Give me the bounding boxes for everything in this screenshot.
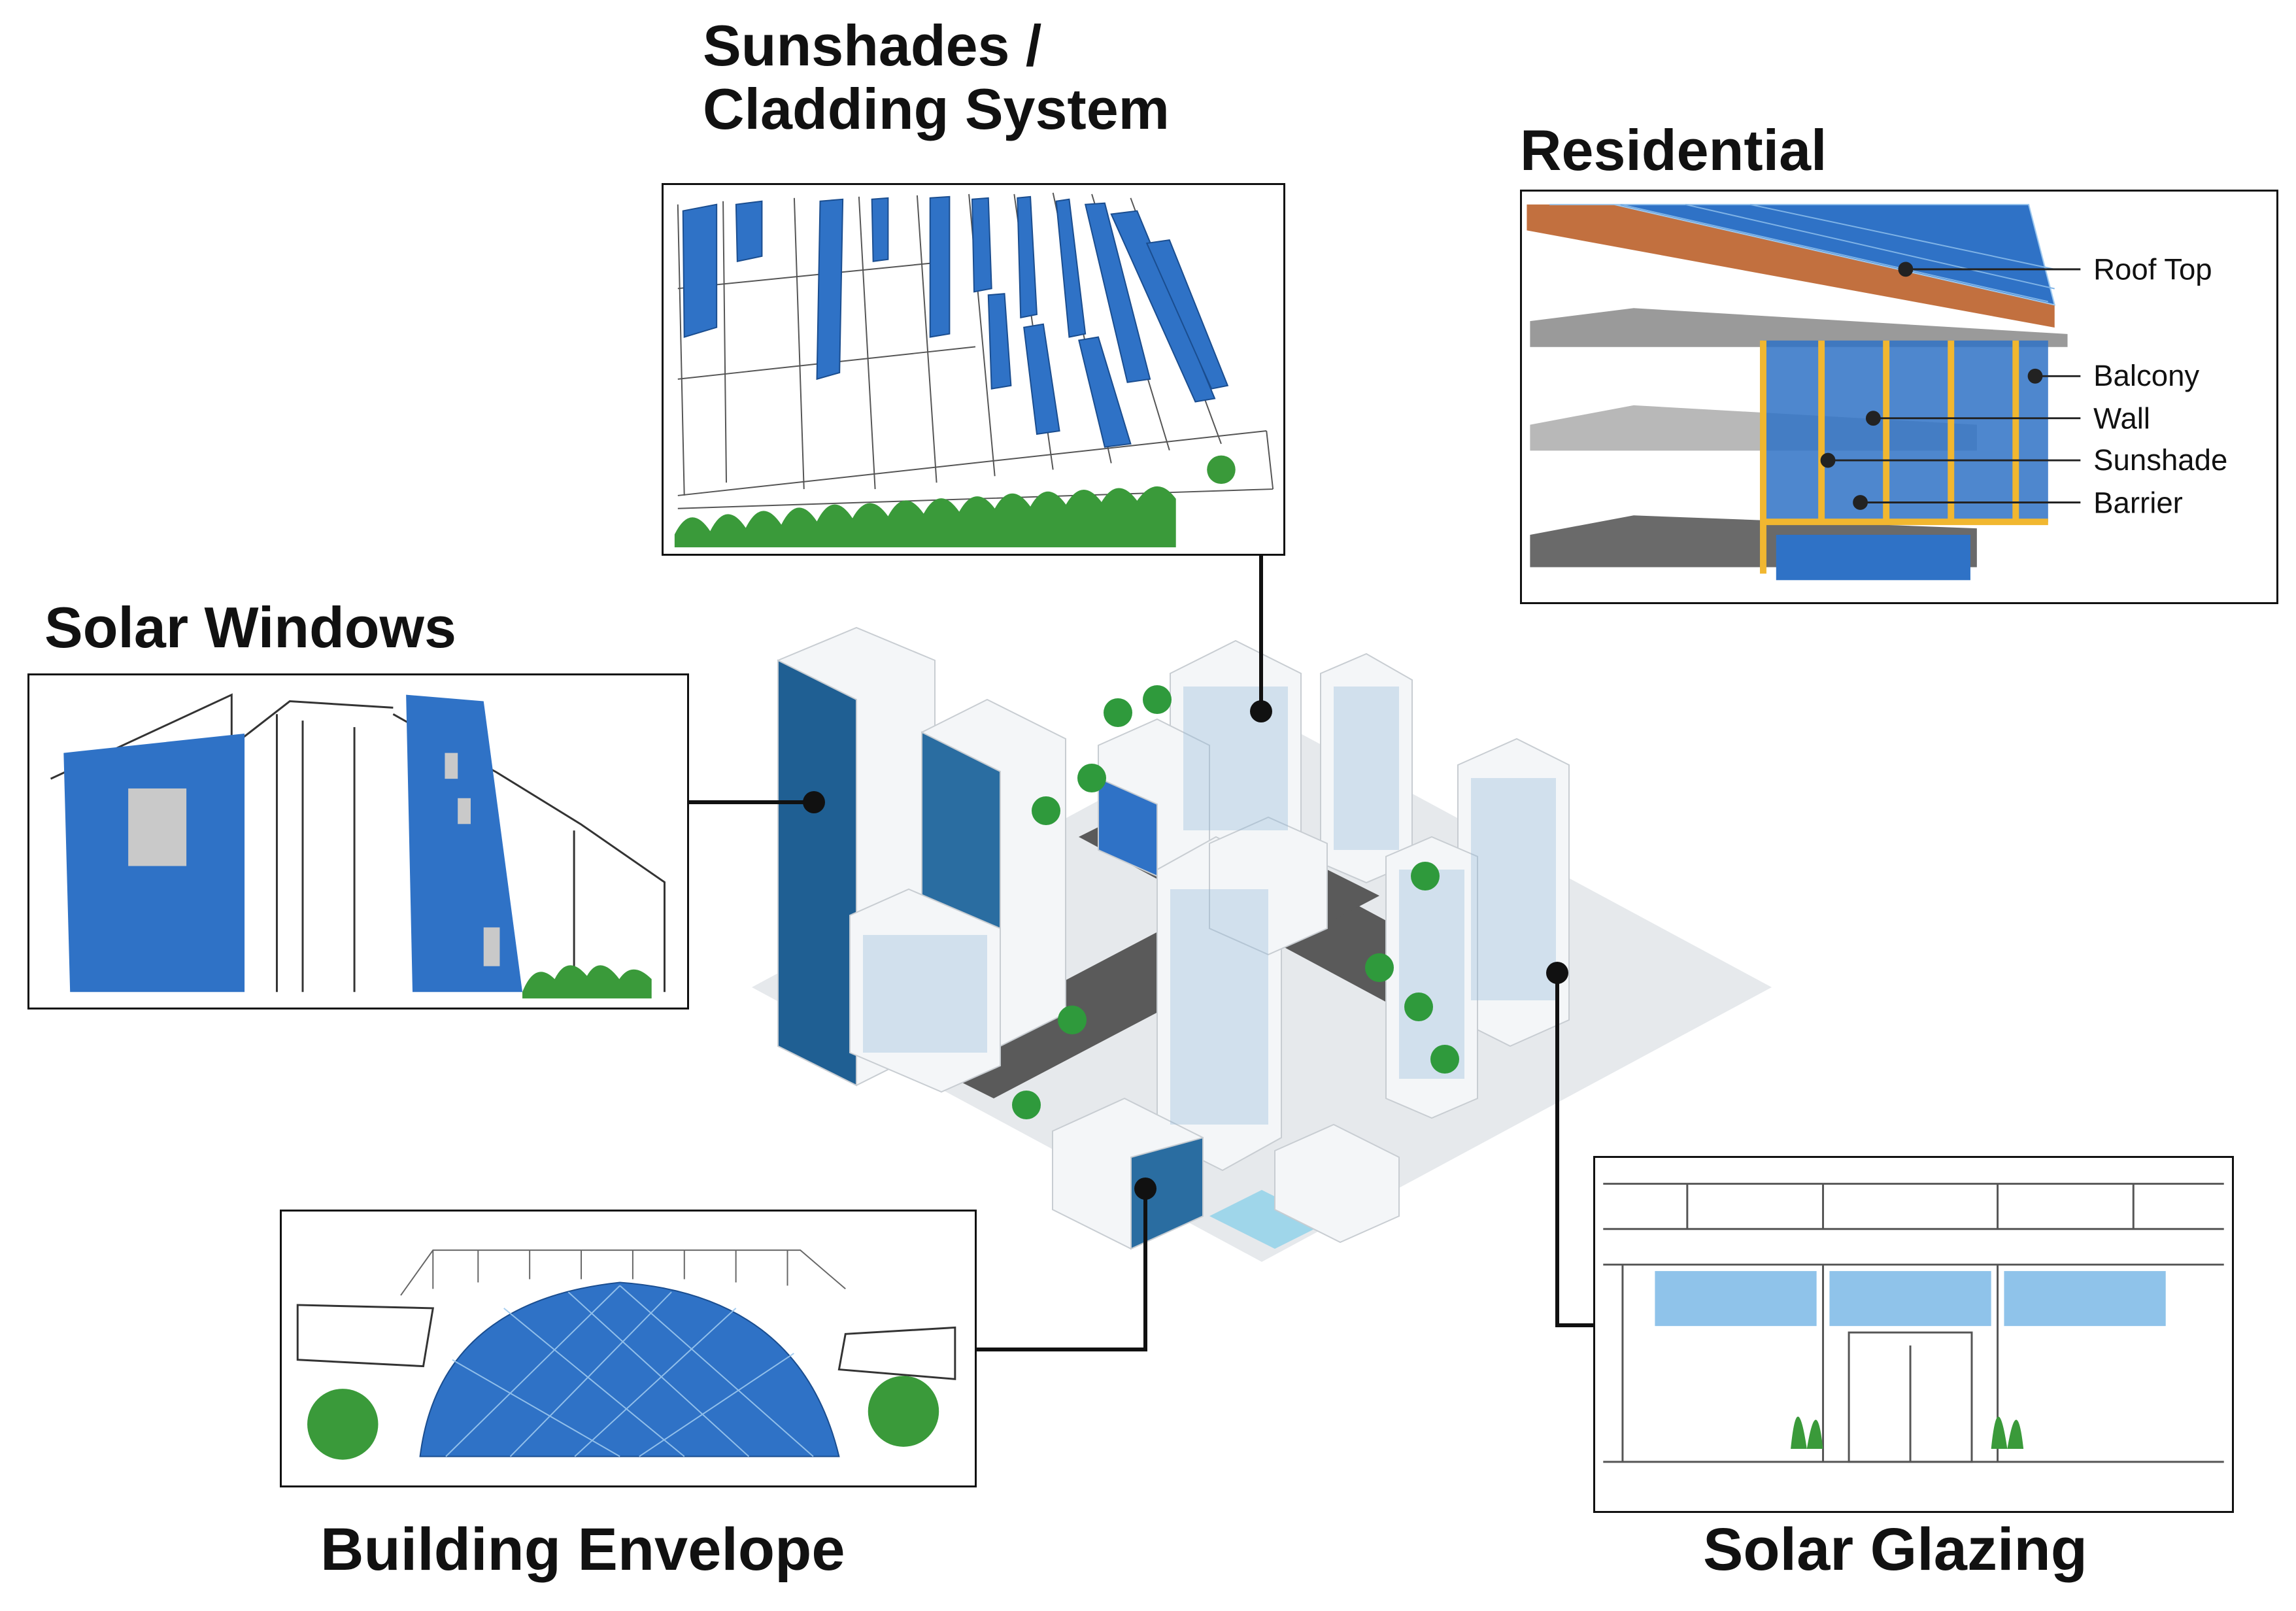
title-sunshades-line2: Cladding System	[703, 76, 1170, 141]
panel-solar-windows	[27, 673, 689, 1009]
city-isometric	[752, 626, 1772, 1262]
callout-sunshade: Sunshade	[2093, 443, 2227, 477]
callout-wall: Wall	[2093, 402, 2150, 435]
sunshades-illustration	[674, 192, 1274, 548]
callout-balcony: Balcony	[2093, 359, 2199, 392]
title-residential: Residential	[1520, 118, 1827, 182]
solar-glazing-illustration	[1603, 1183, 2224, 1463]
panel-sunshades-cladding	[662, 183, 1285, 556]
solar-windows-illustration	[50, 693, 666, 999]
panel-solar-glazing	[1593, 1156, 2234, 1513]
panel-residential: Roof Top Balcony Wall Sunshade Barrier	[1520, 190, 2278, 604]
title-solar-glazing: Solar Glazing	[1703, 1516, 2087, 1583]
callout-roof-top: Roof Top	[2093, 253, 2212, 286]
title-building-envelope: Building Envelope	[320, 1516, 845, 1583]
title-solar-windows: Solar Windows	[44, 595, 456, 660]
building-envelope-illustration	[296, 1249, 956, 1460]
callout-barrier: Barrier	[2093, 486, 2183, 519]
title-sunshades: Sunshades / Cladding System	[703, 14, 1170, 141]
residential-illustration: Roof Top Balcony Wall Sunshade Barrier	[1527, 203, 2227, 581]
panel-building-envelope	[280, 1210, 977, 1487]
title-sunshades-line1: Sunshades /	[703, 13, 1042, 78]
city-illustration	[752, 562, 1772, 1295]
